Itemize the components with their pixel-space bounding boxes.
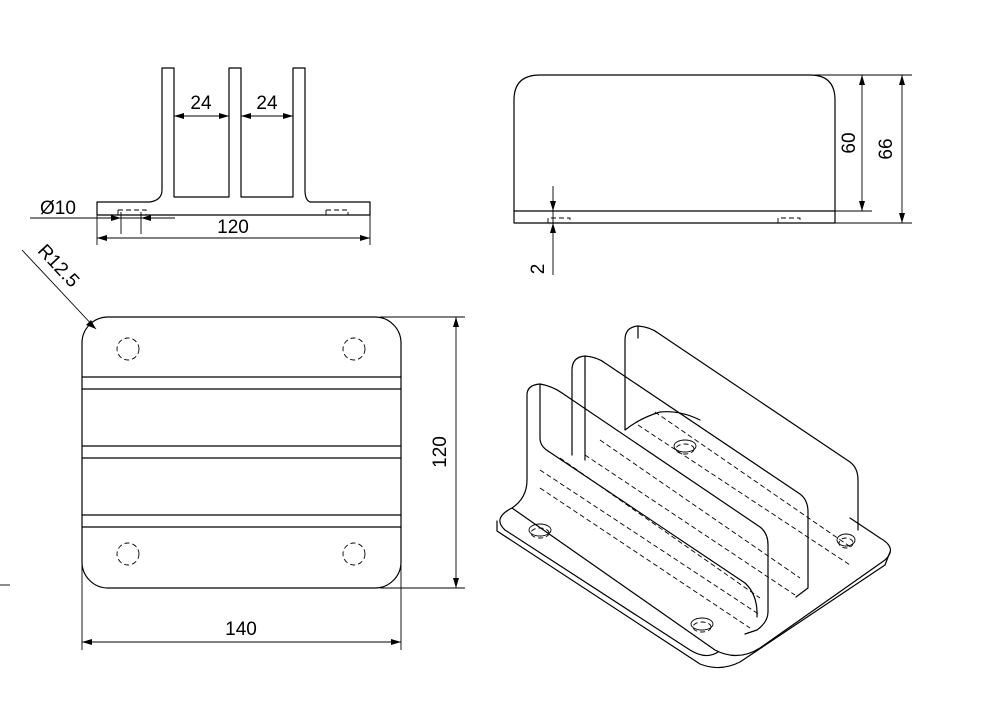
side-view: 60 66 2 — [513, 74, 912, 275]
arrow — [241, 113, 251, 119]
iso-fin-front — [511, 383, 769, 618]
arrow — [141, 215, 151, 221]
arrow — [360, 235, 370, 241]
front-view: 24 24 Ø10 120 — [30, 67, 371, 245]
iso-hole — [673, 439, 697, 453]
arrow — [283, 113, 293, 119]
dim-text-height-total: 66 — [876, 138, 897, 159]
arrow — [899, 75, 905, 85]
side-view-outline — [513, 74, 836, 224]
front-view-outline — [96, 67, 371, 216]
arrow — [174, 113, 184, 119]
isometric-view — [496, 325, 891, 669]
side-view-hidden-hole-right — [777, 217, 801, 223]
arrow — [219, 113, 229, 119]
iso-hole-hidden — [838, 537, 854, 549]
top-view-base-outline — [81, 316, 402, 589]
dim-leader-radius — [21, 249, 97, 330]
mounting-hole-hidden — [342, 337, 366, 361]
mounting-hole-hidden — [116, 542, 140, 566]
side-view-hidden-hole-left — [547, 217, 571, 223]
arrow — [453, 578, 459, 588]
dim-text-slot-right: 24 — [256, 93, 278, 114]
top-view: R12.5 120 140 — [21, 241, 465, 650]
arrow — [86, 320, 96, 329]
iso-hole — [836, 533, 856, 547]
fin-foot — [744, 611, 769, 635]
arrow — [550, 201, 556, 211]
front-view-hidden-hole-left — [117, 209, 147, 215]
iso-hole-hidden — [692, 621, 712, 633]
arrow — [453, 317, 459, 327]
iso-hole — [690, 617, 714, 631]
dim-text-thickness: 2 — [528, 264, 549, 275]
dim-text-hole: Ø10 — [40, 198, 76, 219]
iso-fin-back — [624, 325, 859, 531]
iso-hidden-lines — [539, 411, 853, 629]
iso-base-edge — [496, 520, 891, 669]
dim-text-slot-left: 24 — [190, 93, 212, 114]
arrow — [111, 215, 121, 221]
arrow — [391, 639, 401, 645]
iso-base-plate — [499, 507, 891, 657]
arrow — [859, 201, 865, 211]
front-view-hidden-hole-right — [325, 209, 349, 215]
arrow — [899, 213, 905, 223]
dim-text-height-inner: 60 — [839, 132, 860, 153]
mounting-hole-hidden — [116, 337, 140, 361]
dim-text-length: 140 — [225, 619, 257, 640]
arrow — [82, 639, 92, 645]
arrow — [859, 75, 865, 85]
mounting-hole-hidden — [342, 542, 366, 566]
arrow — [97, 235, 107, 241]
iso-fin-middle — [571, 355, 809, 598]
iso-hole — [528, 523, 552, 537]
dim-text-width: 120 — [217, 217, 249, 238]
iso-hole-hidden — [530, 527, 550, 539]
arrow — [550, 223, 556, 233]
iso-hole-hidden — [675, 443, 695, 455]
dim-text-depth: 120 — [430, 436, 451, 468]
dim-text-radius: R12.5 — [33, 241, 83, 292]
